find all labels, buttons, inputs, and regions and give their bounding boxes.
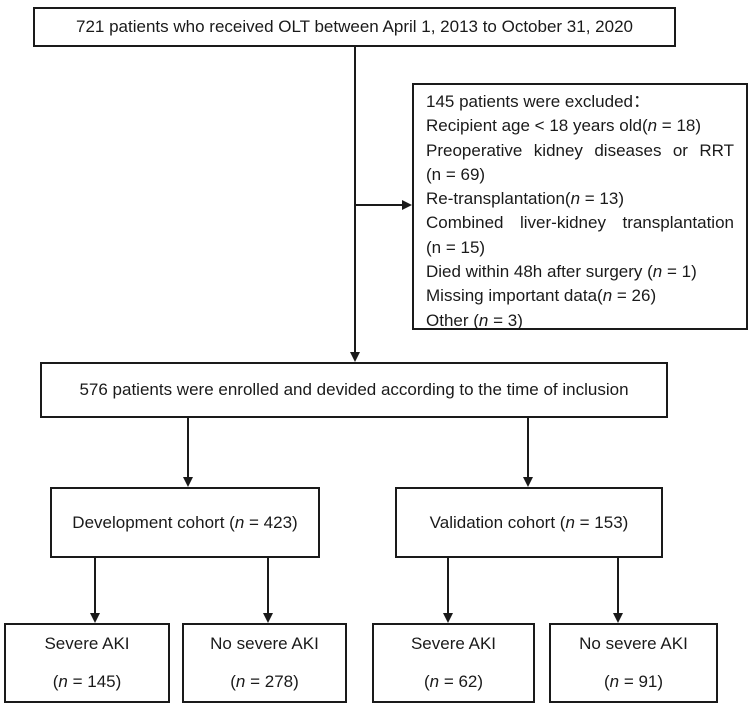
development-cohort-box: Development cohort (n = 423) [50, 487, 320, 558]
dev-no-severe-aki-box: No severe AKI (n = 278) [182, 623, 347, 703]
outcome-count: (n = 62) [423, 672, 484, 691]
total-patients-text: 721 patients who received OLT between Ap… [76, 17, 633, 36]
exclusion-item: Died within 48h after surgery (n = 1) [426, 262, 697, 282]
outcome-label: Severe AKI [44, 634, 130, 653]
arrowhead-validation [523, 477, 533, 487]
outcome-count: (n = 145) [52, 672, 122, 691]
outcome-label: No severe AKI [210, 634, 319, 653]
outcome-label: Severe AKI [410, 634, 497, 653]
exclusion-box: 145 patients were excluded： Recipient ag… [412, 83, 748, 330]
validation-cohort-box: Validation cohort (n = 153) [395, 487, 663, 558]
outcome-count: (n = 91) [603, 672, 664, 691]
exclusion-item: Re-transplantation(n = 13) [426, 189, 624, 209]
exclusion-item: Preoperative kidney diseases or RRT (n =… [426, 140, 734, 184]
arrowhead-enrolled [350, 352, 360, 362]
arrowhead-development [183, 477, 193, 487]
development-cohort-text: Development cohort (n = 423) [72, 512, 298, 532]
arrowhead-val-severe [443, 613, 453, 623]
val-no-severe-aki-box: No severe AKI (n = 91) [549, 623, 718, 703]
arrowhead-exclusion [402, 200, 412, 210]
arrowhead-dev-severe [90, 613, 100, 623]
enrolled-text: 576 patients were enrolled and devided a… [79, 380, 629, 399]
exclusion-item: Recipient age < 18 years old(n = 18) [426, 116, 702, 136]
validation-cohort-text: Validation cohort (n = 153) [429, 512, 629, 532]
exclusion-title: 145 patients were excluded： [426, 92, 650, 111]
enrolled-box: 576 patients were enrolled and devided a… [40, 362, 668, 418]
exclusion-item: Combined liver-kidney transplantation (n… [426, 213, 734, 257]
dev-severe-aki-box: Severe AKI (n = 145) [4, 623, 170, 703]
val-severe-aki-box: Severe AKI (n = 62) [372, 623, 535, 703]
arrowhead-dev-nosevere [263, 613, 273, 623]
arrowhead-val-nosevere [613, 613, 623, 623]
total-patients-box: 721 patients who received OLT between Ap… [33, 7, 676, 47]
exclusion-item: Other (n = 3) [426, 310, 523, 330]
outcome-count: (n = 278) [230, 672, 299, 691]
outcome-label: No severe AKI [579, 634, 688, 653]
exclusion-item: Missing important data(n = 26) [426, 286, 657, 306]
